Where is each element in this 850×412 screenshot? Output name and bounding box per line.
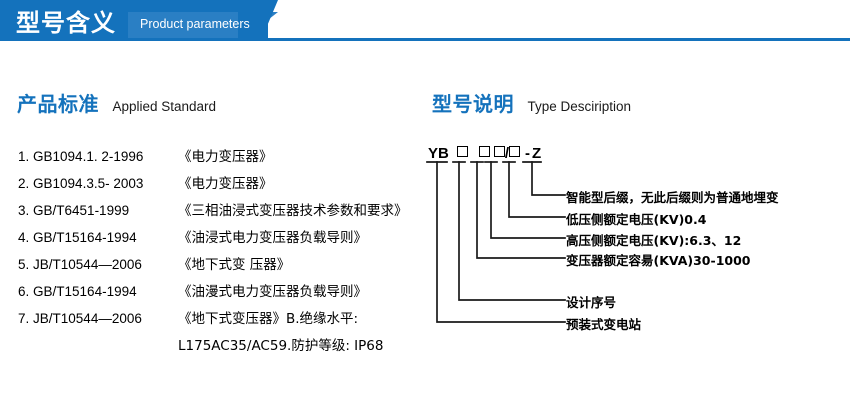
list-item: 3. GB/T6451-1999 《三相油浸式变压器技术参数和要求》 [18, 199, 438, 226]
list-item: 5. JB/T10544—2006 《地下式变 压器》 [18, 253, 438, 280]
code-suffix: Z [532, 145, 542, 162]
standard-name: 《三相油浸式变压器技术参数和要求》 [178, 203, 408, 219]
annotation-lv-rated-voltage: 低压侧额定电压(KV)0.4 [566, 212, 707, 227]
list-item: 7. JB/T10544—2006 《地下式变压器》B.绝缘水平: [18, 307, 438, 334]
standard-code: 1. GB1094.1. 2-1996 [18, 149, 144, 164]
annotation-design-serial: 设计序号 [566, 295, 617, 310]
section-title-en: Type Desciription [527, 99, 631, 114]
section-title-applied-standard: 产品标准 Applied Standard [17, 88, 216, 117]
standard-name: 《地下式变压器》B.绝缘水平: [178, 311, 359, 327]
list-item: 4. GB/T15164-1994 《油浸式电力变压器负载导则》 [18, 226, 438, 253]
code-box-1 [456, 146, 468, 157]
standard-code: 7. JB/T10544—2006 [18, 311, 142, 326]
standards-list: 1. GB1094.1. 2-1996 《电力变压器》 2. GB1094.3.… [18, 145, 438, 361]
standard-name: 《电力变压器》 [178, 176, 273, 192]
list-item: 1. GB1094.1. 2-1996 《电力变压器》 [18, 145, 438, 172]
code-prefix: YB [428, 145, 449, 162]
standard-name: 《油漫式电力变压器负载导则》 [178, 284, 367, 300]
code-box-4 [509, 146, 521, 157]
standard-code: 5. JB/T10544—2006 [18, 257, 142, 272]
standard-code: 4. GB/T15164-1994 [18, 230, 137, 245]
code-box-3 [493, 146, 505, 157]
section-title-cn: 型号说明 [432, 92, 514, 116]
standard-name: 《地下式变 压器》 [178, 257, 291, 273]
standard-code: 2. GB1094.3.5- 2003 [18, 176, 144, 191]
standard-code: 3. GB/T6451-1999 [18, 203, 130, 218]
code-dash: - [525, 145, 531, 162]
standard-code: 6. GB/T15164-1994 [18, 284, 137, 299]
section-title-en: Applied Standard [112, 99, 217, 114]
annotation-prefab-substation: 预装式变电站 [566, 317, 642, 332]
page-header: 型号含义 Product parameters [0, 0, 850, 44]
header-title-cn: 型号含义 [16, 9, 116, 37]
model-code-diagram: YB /-Z 智能型后缀，无此后缀则为普通地埋变 低压侧额定电压(KV)0.4 [425, 145, 845, 345]
list-item: 6. GB/T15164-1994 《油漫式电力变压器负载导则》 [18, 280, 438, 307]
leader-lines [426, 161, 566, 323]
model-code-string: YB /-Z [428, 145, 541, 162]
standard-continuation: L175AC35/AC59.防护等级: IP68 [178, 338, 384, 354]
annotation-intelligent-suffix: 智能型后缀，无此后缀则为普通地埋变 [566, 190, 779, 205]
standard-name: 《油浸式电力变压器负载导则》 [178, 230, 367, 246]
header-rule [0, 38, 850, 41]
code-separator: / [504, 145, 510, 162]
code-box-2 [478, 146, 490, 157]
list-item: 2. GB1094.3.5- 2003 《电力变压器》 [18, 172, 438, 199]
section-title-type-description: 型号说明 Type Desciription [432, 88, 631, 117]
annotation-rated-capacity: 变压器额定容昜(KVA)30-1000 [566, 253, 751, 268]
header-title-en: Product parameters [140, 17, 250, 31]
standard-name: 《电力变压器》 [178, 149, 273, 165]
section-title-cn: 产品标准 [17, 92, 99, 116]
annotation-hv-rated-voltage: 高压侧额定电压(KV):6.3、12 [566, 233, 742, 248]
